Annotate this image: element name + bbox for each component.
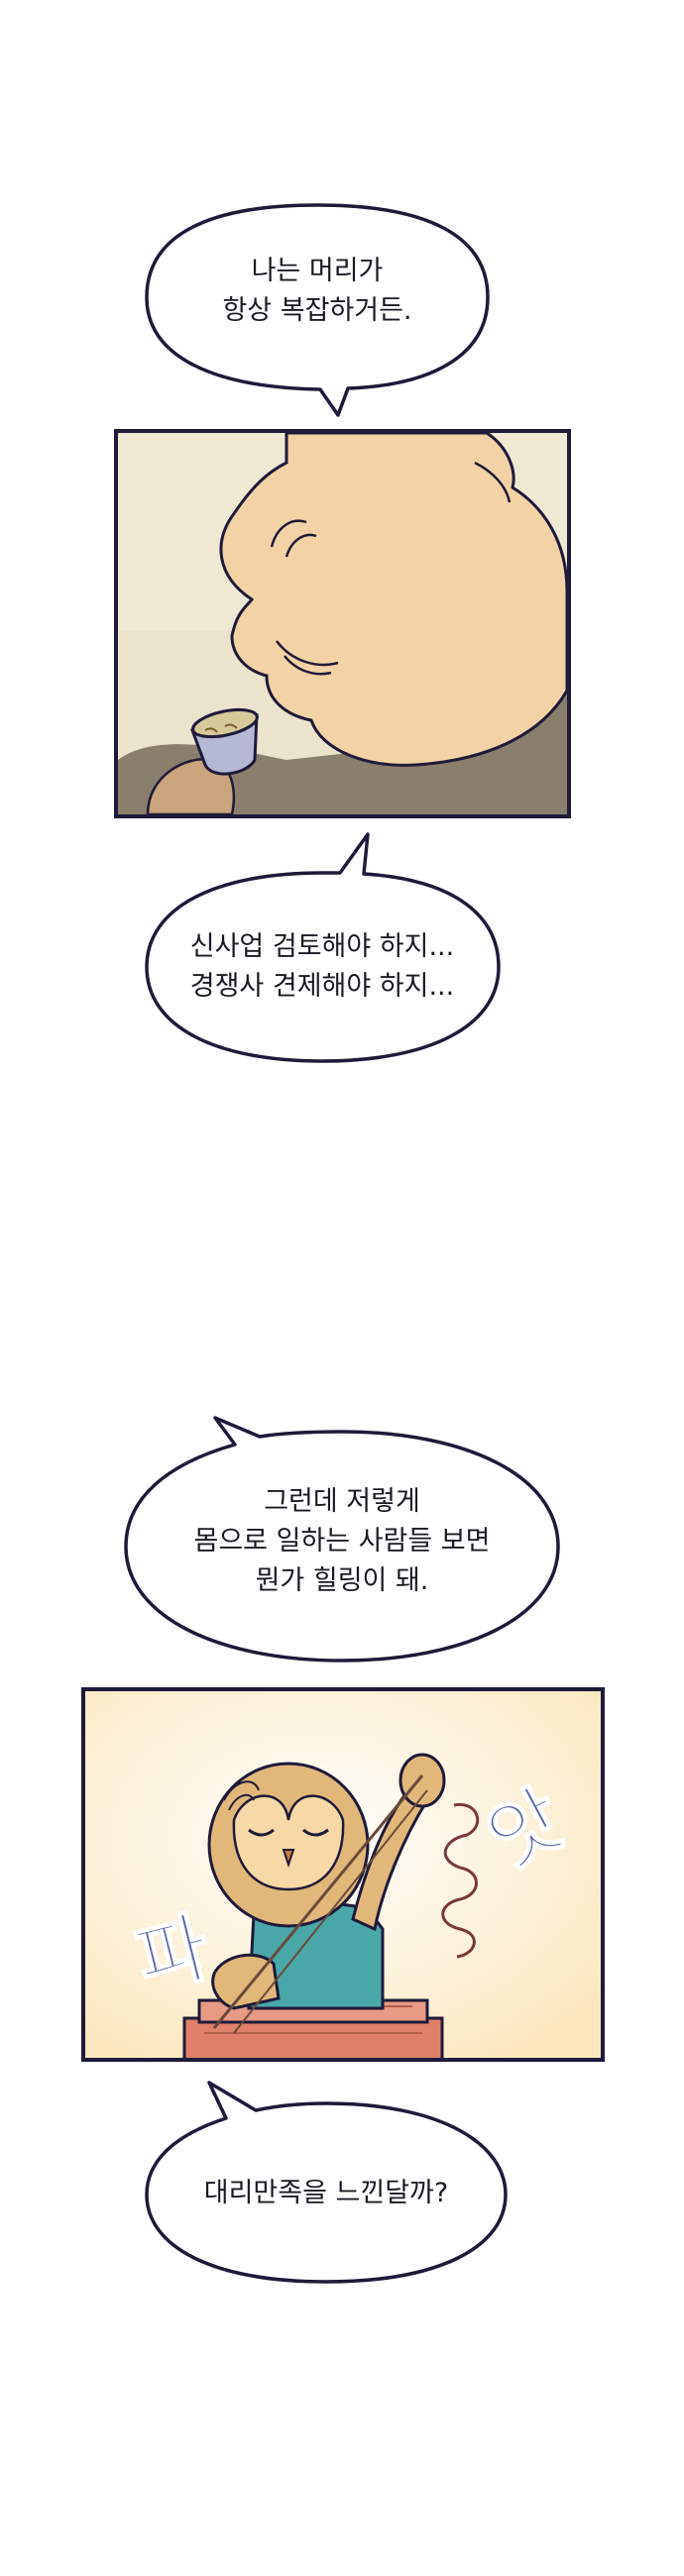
speech-bubble-4-text: 대리만족을 느낀달까? [142,2174,511,2213]
speech-bubble-2-text: 신사업 검토해야 하지... 경쟁사 견제해야 하지... [142,927,503,1007]
tape-line-2 [233,1789,428,2034]
comic-panel-2: 파 앗 [81,1687,605,2062]
left-closed-eye-icon [248,1828,275,1837]
speech-bubble-3-text: 그런데 저렇게 몸으로 일하는 사람들 보면 뭔가 힐링이 돼. [121,1482,563,1601]
speech-bubble-1-text: 나는 머리가 항상 복잡하거든. [142,252,493,331]
hair-shape [219,433,567,767]
bubble-2-line-2: 경쟁사 견제해야 하지... [189,971,455,1002]
speech-bubble-1: 나는 머리가 항상 복잡하거든. [142,202,493,420]
speech-bubble-3: 그런데 저렇게 몸으로 일하는 사람들 보면 뭔가 힐링이 돼. [121,1415,563,1664]
owl-head [207,1762,370,1928]
beak-icon [282,1849,295,1869]
right-closed-eye-icon [302,1828,329,1837]
bubble-3-line-1: 그런데 저렇게 [264,1486,420,1517]
speech-bubble-4: 대리만족을 느낀달까? [142,2079,511,2287]
bubble-3-line-2: 몸으로 일하는 사람들 보면 [193,1526,491,1556]
bubble-3-line-3: 뭔가 힐링이 돼. [255,1565,429,1596]
bubble-2-line-1: 신사업 검토해야 하지... [189,931,455,962]
panel-1-illustration [118,433,567,814]
panel-2-illustration: 파 앗 [85,1691,601,2058]
cup-icon [189,707,259,776]
speech-bubble-3-shape [124,1416,560,1663]
raised-hand-shape [399,1753,446,1808]
spiral-shape [441,1802,480,1959]
speech-bubble-2: 신사업 검토해야 하지... 경쟁사 견제해야 하지... [142,828,503,1066]
bubble-1-line-1: 나는 머리가 [251,256,384,286]
speech-bubble-1-shape [145,203,490,417]
bubble-1-line-2: 항상 복잡하거든. [222,295,412,326]
tape-line [212,1774,424,2029]
speech-bubble-2-shape [145,832,501,1063]
bubble-4-line-1: 대리만족을 느낀달까? [203,2178,449,2208]
comic-panel-1 [114,429,571,818]
speech-bubble-4-shape [145,2081,508,2284]
